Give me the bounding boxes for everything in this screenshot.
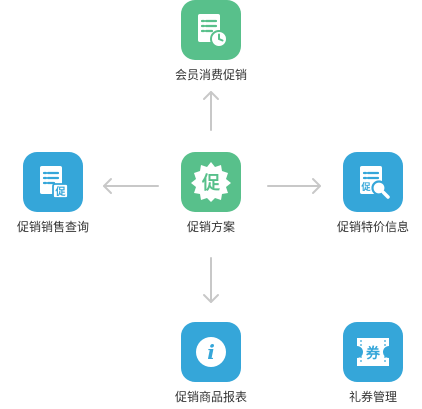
document-search-icon: 促 (343, 152, 403, 212)
node-label: 促销销售查询 (16, 220, 89, 234)
node-label: 礼券管理 (348, 390, 397, 404)
info-icon: i (181, 322, 241, 382)
node-member-promotion[interactable]: 会员消费促销 (166, 0, 256, 83)
badge-glyph: 促 (201, 172, 221, 194)
document-clock-icon (181, 0, 241, 60)
node-special-price-info[interactable]: 促 促销特价信息 (328, 152, 418, 235)
badge-glyph: 促 (55, 185, 67, 198)
node-promotion-plan[interactable]: 促 促销方案 (166, 152, 256, 235)
node-product-report[interactable]: i 促销商品报表 (166, 322, 256, 405)
node-label: 促销特价信息 (336, 220, 409, 234)
badge-icon: 促 (181, 152, 241, 212)
document-badge-icon: 促 (23, 152, 83, 212)
node-coupon-management[interactable]: 券 礼券管理 (328, 322, 418, 405)
node-label: 促销方案 (186, 220, 235, 234)
coupon-glyph: 券 (366, 345, 381, 362)
coupon-icon: 券 (343, 322, 403, 382)
badge-glyph: 促 (360, 181, 371, 193)
node-label: 会员消费促销 (174, 68, 247, 82)
info-glyph: i (207, 340, 215, 364)
node-sales-query[interactable]: 促 促销销售查询 (8, 152, 98, 235)
node-label: 促销商品报表 (174, 390, 247, 404)
